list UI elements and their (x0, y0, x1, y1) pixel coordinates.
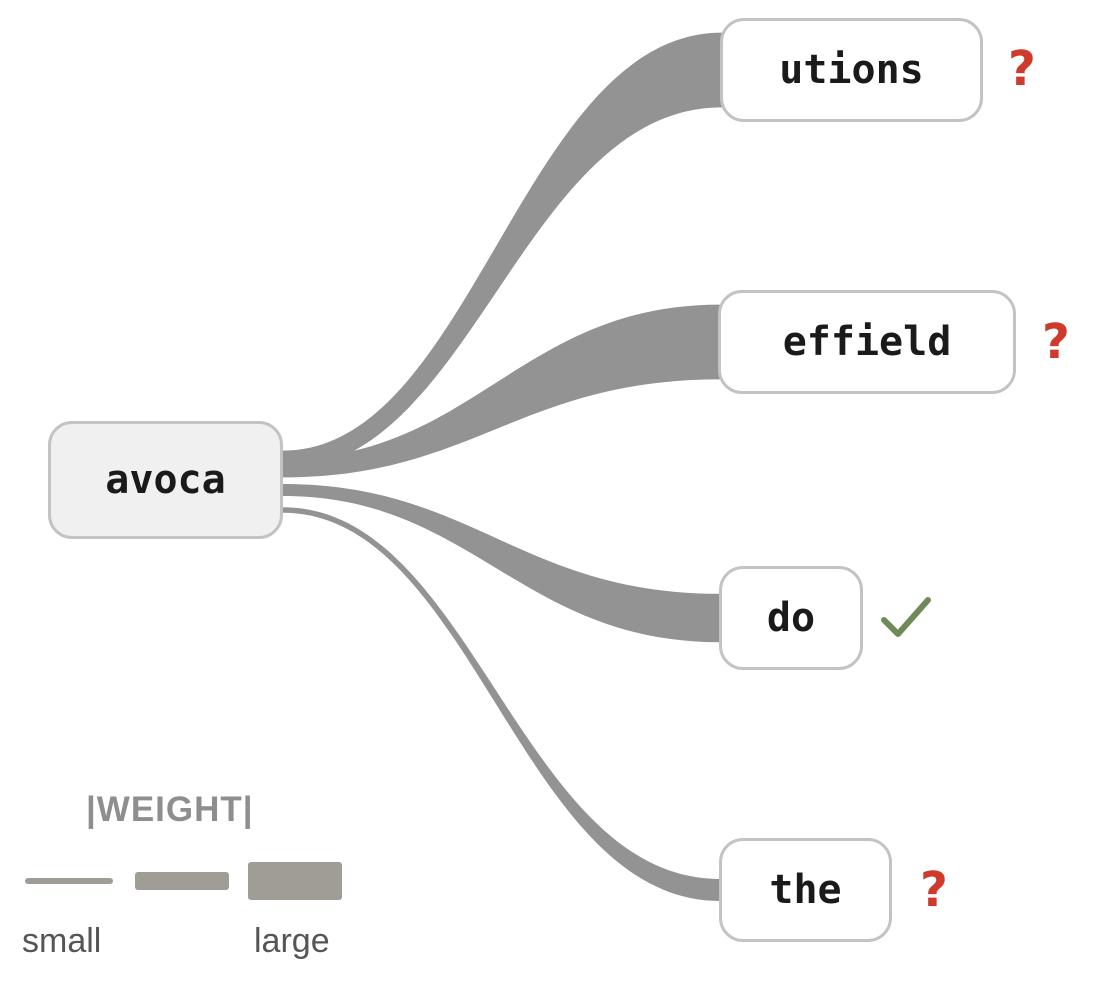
question-icon: ? (1008, 41, 1036, 97)
target-node-label: effield (782, 319, 952, 365)
source-node[interactable]: avoca (48, 421, 283, 539)
question-icon: ? (920, 862, 948, 918)
legend-title: |WEIGHT| (86, 790, 254, 829)
target-node-do[interactable]: do (719, 566, 863, 670)
target-node-the[interactable]: the (719, 838, 892, 942)
edge-avoca-utions (283, 32, 722, 470)
edge-avoca-the (283, 507, 720, 901)
legend-bar-small (25, 878, 113, 884)
legend-label-large: large (254, 922, 330, 960)
question-icon: ? (1042, 314, 1070, 370)
target-node-label: the (769, 867, 842, 913)
legend-bar-medium (135, 872, 229, 890)
legend-label-small: small (22, 922, 102, 960)
edge-avoca-do (283, 483, 720, 643)
check-icon (881, 597, 931, 637)
target-node-effield[interactable]: effield (718, 290, 1016, 394)
edge-avoca-effield (283, 304, 720, 478)
target-node-label: utions (779, 47, 924, 93)
target-node-label: do (766, 595, 816, 641)
source-node-label: avoca (105, 457, 226, 503)
legend-bar-large (248, 862, 342, 900)
target-node-utions[interactable]: utions (720, 18, 983, 122)
